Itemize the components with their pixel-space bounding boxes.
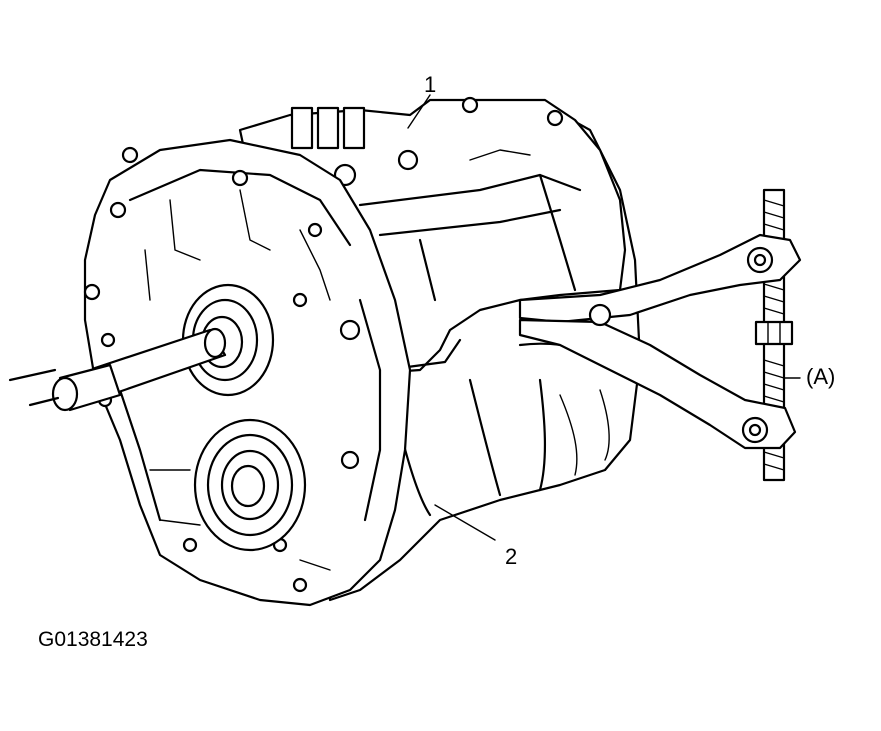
leader-lines [407,94,801,541]
leader-part-1 [407,94,431,129]
callout-part-2: 2 [505,544,518,569]
figure-id: G01381423 [38,628,148,651]
leader-part-2 [434,504,496,541]
puller-tool [518,188,802,482]
callout-part-1: 1 [424,72,437,97]
lower-bearing [193,418,307,552]
callout-tool-a: (A) [806,364,836,389]
output-shaft [8,327,227,412]
